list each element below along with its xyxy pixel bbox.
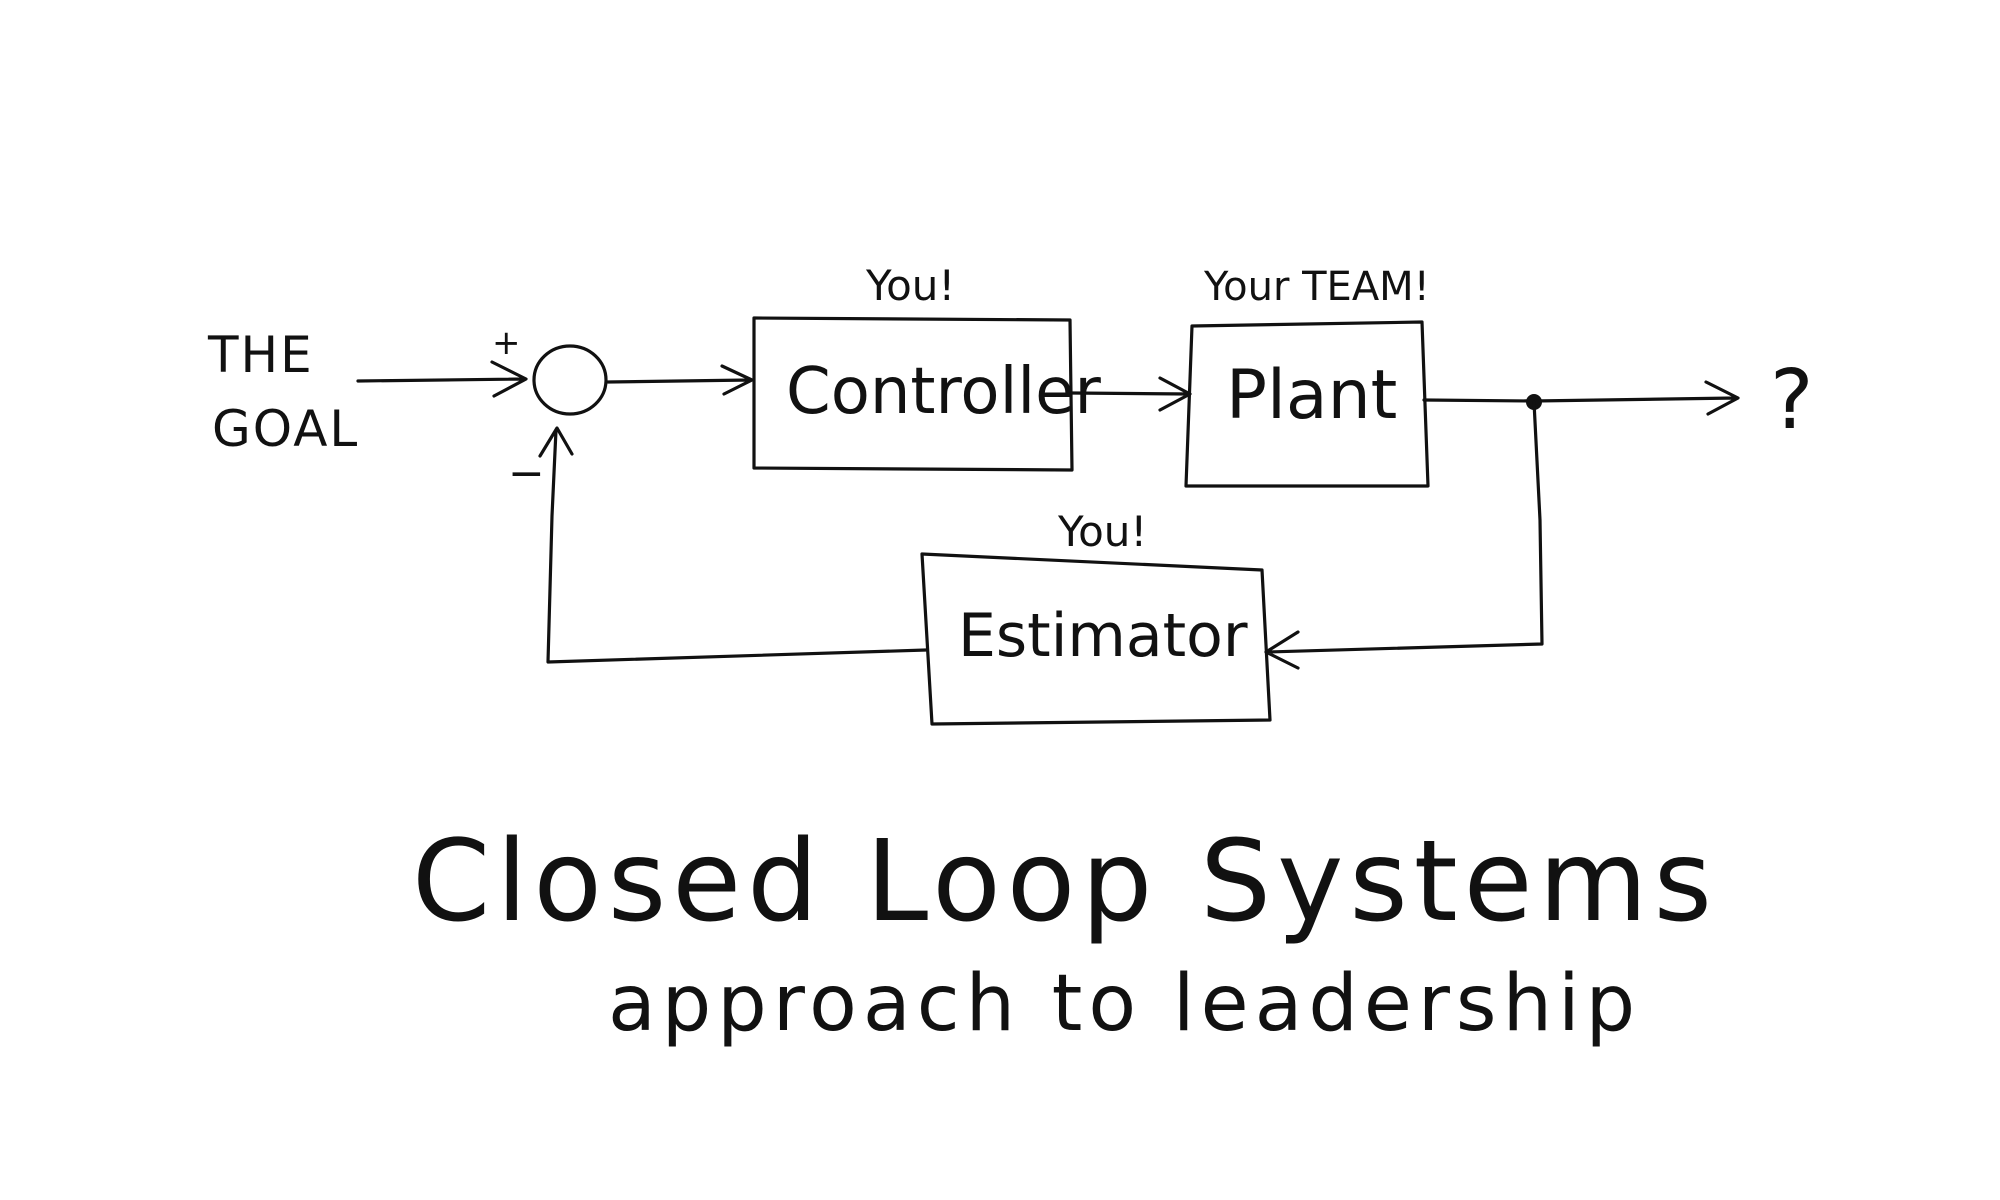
goal-label-line1: THE <box>207 326 314 384</box>
controller-annotation: You! <box>865 261 955 310</box>
summing-junction <box>532 344 608 416</box>
plant-annotation: Your TEAM! <box>1203 264 1430 310</box>
junction-to-controller-arrow <box>606 364 754 396</box>
estimator-label: Estimator <box>958 601 1248 671</box>
plant-output-arrow <box>1422 380 1740 416</box>
goal-to-junction-arrow <box>356 360 528 398</box>
goal-label-line2: GOAL <box>212 400 359 458</box>
estimator-annotation: You! <box>1057 507 1147 556</box>
feedback-to-estimator-arrow <box>1264 400 1544 670</box>
controller-label: Controller <box>786 355 1102 429</box>
plant-label: Plant <box>1226 356 1397 435</box>
plant-box <box>1184 320 1430 488</box>
caption-subtitle: approach to leadership <box>608 959 1641 1049</box>
estimator-to-junction-arrow <box>538 426 928 664</box>
controller-box <box>752 316 1074 472</box>
plus-sign: + <box>492 323 521 363</box>
estimator-box <box>920 552 1272 726</box>
caption-title: Closed Loop Systems <box>412 817 1718 947</box>
output-label: ? <box>1770 353 1814 448</box>
